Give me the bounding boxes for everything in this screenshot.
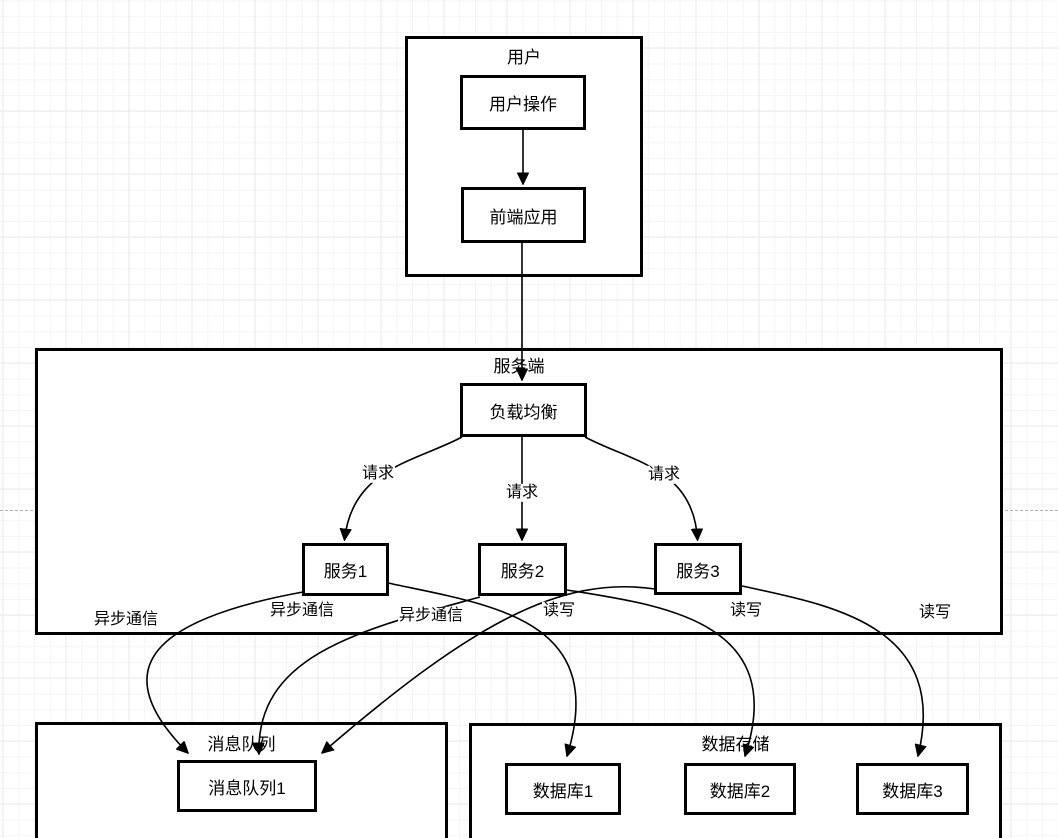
node-user-action[interactable]: 用户操作 <box>460 75 586 130</box>
edge-service1-mq1[interactable] <box>146 591 304 754</box>
edge-label-readwrite-2[interactable]: 读写 <box>728 601 764 621</box>
node-mq1[interactable]: 消息队列1 <box>177 760 317 812</box>
edge-label-async-1[interactable]: 异步通信 <box>92 610 160 630</box>
node-frontend-app[interactable]: 前端应用 <box>461 187 586 243</box>
node-user-action-label: 用户操作 <box>489 95 557 114</box>
node-load-balancer-label: 负载均衡 <box>489 402 558 422</box>
edge-label-readwrite-3[interactable]: 读写 <box>917 603 953 623</box>
container-server-title: 服务端 <box>493 357 545 376</box>
node-db1[interactable]: 数据库1 <box>505 763 621 815</box>
node-mq1-label: 消息队列1 <box>208 778 286 798</box>
node-db3-label: 数据库3 <box>882 781 943 801</box>
edge-label-async-3[interactable]: 异步通信 <box>397 606 465 626</box>
edge-loadbalancer-service1[interactable] <box>339 436 463 541</box>
node-db3[interactable]: 数据库3 <box>856 763 969 815</box>
node-service3-label: 服务3 <box>676 561 720 581</box>
node-service2[interactable]: 服务2 <box>478 543 567 596</box>
edge-service1-db1[interactable] <box>387 582 577 757</box>
node-db2[interactable]: 数据库2 <box>684 763 796 815</box>
edge-service2-db2[interactable] <box>566 589 755 757</box>
node-service3[interactable]: 服务3 <box>654 543 742 595</box>
edge-label-request-2[interactable]: 请求 <box>504 483 540 503</box>
node-service1-label: 服务1 <box>323 562 368 581</box>
node-db1-label: 数据库1 <box>532 781 594 801</box>
node-load-balancer[interactable]: 负载均衡 <box>460 383 587 437</box>
edge-label-request-3[interactable]: 请求 <box>646 465 682 485</box>
node-service1[interactable]: 服务1 <box>302 543 389 596</box>
node-frontend-app-label: 前端应用 <box>489 207 558 227</box>
edge-label-request-1[interactable]: 请求 <box>360 464 396 484</box>
edge-loadbalancer-service3[interactable] <box>584 436 703 541</box>
node-service2-label: 服务2 <box>500 562 545 581</box>
edge-service3-mq1[interactable] <box>321 585 656 754</box>
node-db2-label: 数据库2 <box>709 781 771 801</box>
container-user-title: 用户 <box>507 48 541 67</box>
edge-label-readwrite-1[interactable]: 读写 <box>541 601 577 621</box>
edge-label-async-2[interactable]: 异步通信 <box>268 601 336 621</box>
edge-service3-db3[interactable] <box>741 585 927 757</box>
